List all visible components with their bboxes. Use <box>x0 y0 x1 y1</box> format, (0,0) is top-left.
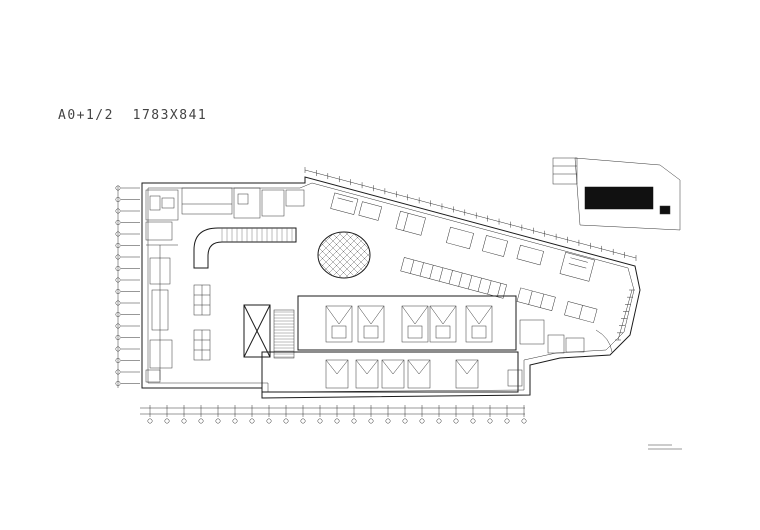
top-left-rooms <box>181 187 305 219</box>
elevator-car <box>325 359 349 389</box>
core-stair-hatched <box>273 309 295 359</box>
elevator-car <box>325 305 353 343</box>
elevator-car <box>407 359 431 389</box>
grid-bubble-bottom <box>147 418 153 424</box>
grid-bubble-left <box>115 243 121 248</box>
sheet-title: A0+1/2 1783X841 <box>58 108 208 123</box>
atrium-ellipse <box>317 231 371 279</box>
grid-bubble-bottom <box>334 418 340 424</box>
grid-bubble-bottom <box>198 418 204 424</box>
elevator-car <box>455 359 479 389</box>
grid-bubble-bottom <box>164 418 170 424</box>
left-service-rooms <box>145 189 179 383</box>
core-stair-treads <box>274 311 294 358</box>
grid-bubble-bottom <box>470 418 476 424</box>
key-plan-highlight <box>584 186 654 210</box>
grid-bubble-bottom <box>436 418 442 424</box>
inner-outline <box>147 182 635 393</box>
grid-bubble-bottom <box>215 418 221 424</box>
top-edge-rooms <box>330 192 595 282</box>
grid-bubble-left <box>115 335 121 340</box>
grid-bubble-left <box>115 220 121 225</box>
grid-axis-right <box>615 289 635 341</box>
grid-axis-left <box>115 185 140 388</box>
skylight-right-1 <box>516 287 556 312</box>
atrium-lattice <box>318 232 370 278</box>
grid-bubble-left <box>115 300 121 306</box>
right-wing-rooms <box>507 319 613 387</box>
grid-bubble-left <box>115 346 121 352</box>
grid-bubble-bottom <box>283 418 289 424</box>
elevator-car <box>465 305 493 343</box>
grid-bubble-left <box>115 312 121 317</box>
skylight-left-lower <box>193 329 211 361</box>
grid-bubble-bottom <box>453 418 459 424</box>
grid-bubble-left <box>115 231 121 237</box>
elevator-car <box>355 359 379 389</box>
grid-bubble-left <box>115 266 121 271</box>
skylight-left-upper <box>193 284 211 316</box>
grid-bubble-left <box>115 323 121 329</box>
grid-bubble-bottom <box>385 418 391 424</box>
grid-axis-bottom <box>140 405 527 424</box>
grid-bubble-left <box>115 381 121 386</box>
scale-legend <box>648 444 682 450</box>
grid-bubble-bottom <box>368 418 374 424</box>
elevator-car <box>381 359 405 389</box>
grid-bubble-bottom <box>300 418 306 424</box>
building-outline <box>141 176 641 399</box>
grid-bubble-left <box>115 185 121 191</box>
elevator-car <box>357 305 385 343</box>
grid-bubble-bottom <box>402 418 408 424</box>
grid-bubble-left <box>115 254 121 260</box>
grid-bubble-left <box>115 369 121 375</box>
elevator-bank-lower <box>325 359 479 389</box>
core-outline <box>261 295 519 393</box>
elevator-car <box>429 305 457 343</box>
grid-bubble-left <box>115 277 121 283</box>
grid-bubble-left <box>115 197 121 202</box>
grid-bubble-bottom <box>249 418 255 424</box>
grid-bubble-bottom <box>521 418 527 424</box>
elevator-bank-upper <box>325 305 493 343</box>
grid-bubble-left <box>115 208 121 214</box>
grid-bubble-bottom <box>487 418 493 424</box>
grid-bubble-bottom <box>504 418 510 424</box>
skylight-slanted <box>400 257 507 299</box>
curved-ramp-hatch <box>221 228 293 242</box>
key-plan <box>552 157 681 231</box>
skylight-right-2 <box>564 301 598 324</box>
grid-bubble-left <box>115 289 121 294</box>
grid-axis-top <box>304 167 637 261</box>
curved-ramp <box>193 227 297 269</box>
grid-bubble-bottom <box>419 418 425 424</box>
grid-bubble-bottom <box>351 418 357 424</box>
grid-bubble-bottom <box>266 418 272 424</box>
grid-bubble-bottom <box>181 418 187 424</box>
grid-bubble-left <box>115 358 121 363</box>
grid-bubble-bottom <box>317 418 323 424</box>
elevator-car <box>401 305 429 343</box>
core-staircase <box>243 304 271 358</box>
grid-bubble-bottom <box>232 418 238 424</box>
